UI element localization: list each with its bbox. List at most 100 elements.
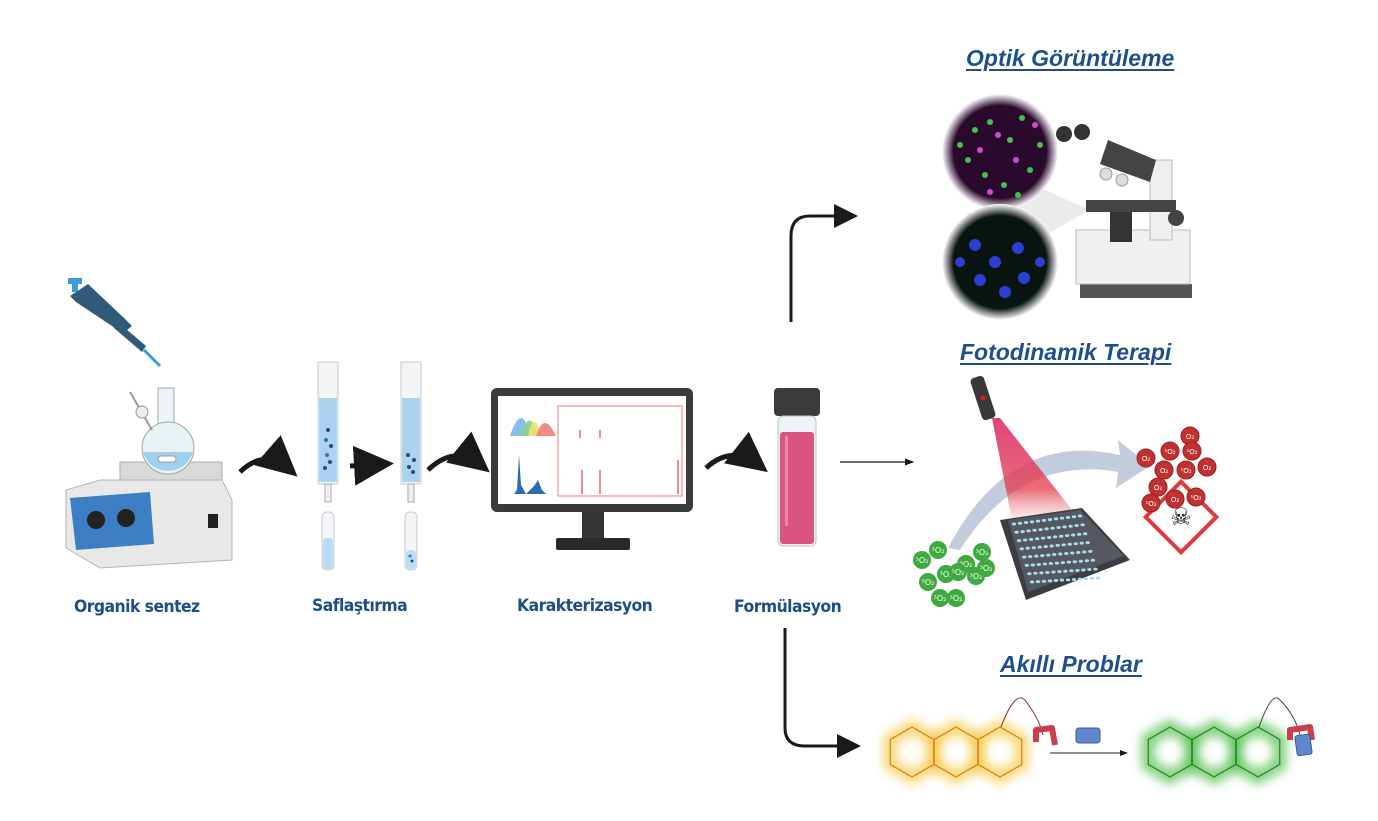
well: [1016, 539, 1022, 543]
well: [1082, 532, 1088, 536]
well: [1040, 554, 1045, 558]
well: [1046, 535, 1052, 539]
well: [1022, 538, 1028, 542]
well: [1029, 520, 1035, 524]
arrow-to-optical-imaging: [789, 204, 858, 322]
well: [1080, 523, 1085, 527]
well: [1011, 522, 1017, 526]
well: [1090, 558, 1096, 562]
triplet-oxygen-label: ³O₂: [952, 568, 965, 577]
well: [1026, 529, 1031, 533]
well: [1095, 576, 1101, 580]
well: [1054, 561, 1060, 565]
well: [1064, 534, 1070, 538]
well: [1028, 555, 1033, 559]
well: [1077, 514, 1083, 518]
well: [1058, 552, 1063, 556]
organic-synthesis-illustration: [0, 0, 233, 569]
well: [1070, 551, 1075, 555]
well: [1034, 554, 1039, 558]
oxygen-label: O₂: [1171, 496, 1180, 504]
well: [1053, 517, 1059, 521]
step-label-purification: Saflaştırma: [312, 596, 408, 616]
purification-illustration: [0, 0, 422, 571]
bacteria-fluorescence-image: [942, 94, 1058, 210]
well: [1023, 521, 1029, 525]
oxygen-molecule: [1148, 477, 1168, 497]
well: [1033, 571, 1038, 575]
oxygen-molecule: [1141, 493, 1161, 513]
triplet-oxygen: [947, 589, 965, 607]
oxygen-molecule: [1197, 457, 1217, 477]
well: [1035, 580, 1041, 584]
chromatography-column-icon-2: [400, 361, 422, 571]
well: [1047, 579, 1053, 583]
triplet-oxygen-label: ³O₂: [950, 594, 963, 603]
well: [1085, 541, 1090, 545]
oxygen-label: O₂: [1142, 455, 1151, 463]
probe-yellow-fluorophore: [883, 697, 1058, 786]
smart-probes-title: Akıllı Problar: [1000, 651, 1142, 677]
well: [1084, 559, 1090, 563]
well: [1029, 580, 1035, 584]
pink-vial-icon: [774, 388, 820, 547]
triplet-oxygen: [931, 589, 949, 607]
oxygen-label: O₂: [1154, 484, 1163, 492]
oxygen-label: ¹O₂: [1190, 494, 1201, 502]
well: [1017, 521, 1023, 525]
triplet-oxygen-label: ³O₂: [960, 560, 973, 569]
well: [1072, 560, 1078, 564]
oxygen-label: O₂: [1203, 464, 1212, 472]
well: [1081, 568, 1086, 572]
photodynamic-therapy-title: Fotodinamik Terapi: [960, 339, 1172, 365]
well: [1076, 532, 1082, 536]
well: [1071, 515, 1077, 519]
well: [1075, 568, 1080, 572]
probe-green-fluorophore: [1141, 697, 1315, 786]
well: [1062, 525, 1067, 529]
well: [1063, 569, 1068, 573]
arrow-column-to-column: [349, 445, 394, 486]
well-plate-icon: [1000, 508, 1130, 600]
oxygen-label: O₂: [1160, 467, 1169, 475]
triplet-oxygen-label: ³O₂: [934, 594, 947, 603]
triplet-oxygen: [929, 541, 947, 559]
oxygen-molecule: [1136, 448, 1156, 468]
well: [1064, 552, 1069, 556]
well: [1069, 569, 1074, 573]
flow-arrows: [0, 0, 915, 758]
pipette-icon: [68, 278, 162, 368]
well: [1068, 524, 1073, 528]
well: [1027, 572, 1032, 576]
well: [1051, 570, 1056, 574]
well: [1041, 579, 1047, 583]
well: [1040, 536, 1046, 540]
optical-imaging-title: Optik Görüntüleme: [966, 45, 1175, 71]
triplet-oxygen-label: ³O₂: [932, 546, 945, 555]
optical-imaging-illustration: [0, 0, 1192, 320]
arrow-purification-to-characterization: [426, 431, 490, 473]
well: [1052, 535, 1058, 539]
well: [1034, 537, 1040, 541]
triplet-oxygen-label: ³O₂: [976, 548, 989, 557]
well: [1039, 571, 1044, 575]
arrow-to-smart-probes: [783, 628, 861, 758]
svg-text:☠: ☠: [1170, 503, 1192, 531]
characterization-illustration: [0, 0, 693, 550]
triplet-oxygen-label: ³O₂: [922, 578, 935, 587]
well: [1059, 578, 1065, 582]
well: [1057, 570, 1062, 574]
oxygen-label: O₂: [1186, 433, 1195, 441]
well: [1093, 567, 1098, 571]
oxygen-label: ¹O₂: [1145, 500, 1156, 508]
well: [1066, 560, 1072, 564]
monitor-icon: [491, 388, 693, 550]
triplet-oxygen-label: ³O₂: [970, 572, 983, 581]
step-label-formulation: Formülasyon: [734, 597, 842, 617]
well: [1036, 562, 1042, 566]
well: [1046, 553, 1051, 557]
hotplate-stirrer-icon: [65, 461, 233, 569]
well: [1037, 545, 1042, 549]
well: [1049, 544, 1054, 548]
